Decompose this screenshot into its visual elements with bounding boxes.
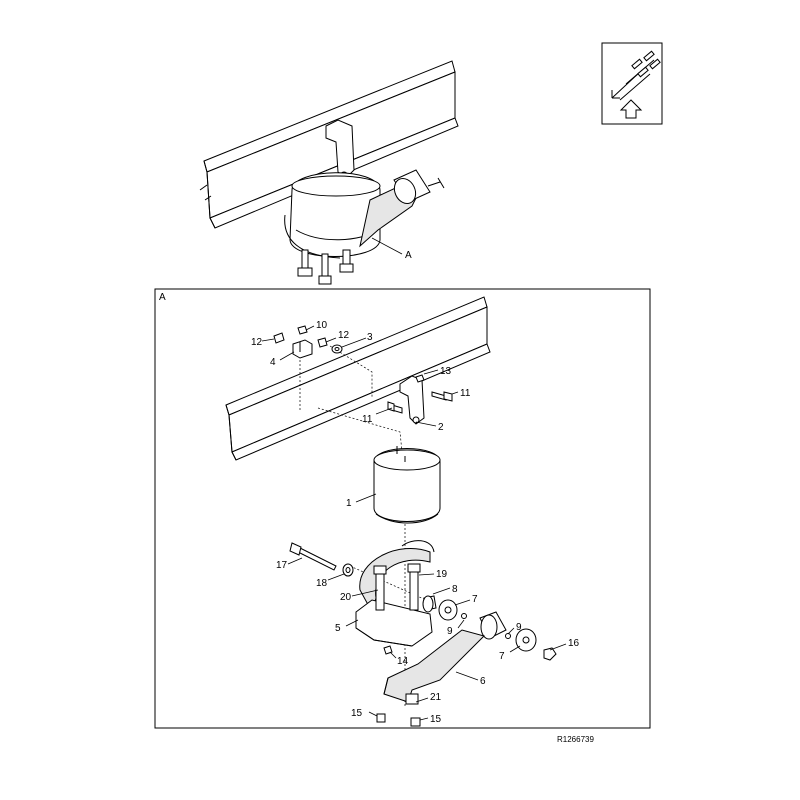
detail-frame-label: A — [159, 292, 166, 303]
overview-callout-leader — [371, 237, 403, 255]
part-11-bolt-left — [387, 401, 403, 414]
part-15-nut-right — [410, 717, 421, 727]
callout-4: 4 — [270, 357, 276, 368]
overview-callout-a: A — [405, 250, 412, 261]
part-12-nut-left — [273, 332, 285, 344]
callout-11-left: 11 — [362, 414, 373, 425]
callout-3: 3 — [367, 332, 373, 343]
detail-frame-rail — [225, 296, 491, 461]
callout-9-left: 9 — [447, 626, 453, 637]
callout-7-upper: 7 — [472, 594, 478, 605]
callout-5: 5 — [335, 623, 341, 634]
part-21-spacer — [405, 693, 419, 705]
callout-13: 13 — [440, 366, 452, 377]
callout-9-right: 9 — [516, 622, 522, 633]
callout-leaders — [261, 325, 567, 721]
part-19-bolt — [407, 563, 421, 611]
part-6-trailing-arm — [383, 611, 507, 703]
part-8-bushing — [422, 595, 437, 613]
reference-number: R1266739 — [557, 735, 594, 744]
part-20-bolt — [373, 565, 387, 611]
part-4-clip — [292, 339, 313, 359]
part-3-washer — [331, 344, 343, 354]
callout-21: 21 — [430, 692, 442, 703]
callout-19: 19 — [436, 569, 448, 580]
part-9-spacer-left — [461, 613, 467, 619]
callout-10: 10 — [316, 320, 328, 331]
part-11-bolt-right — [431, 391, 453, 402]
part-7-washer-lower — [515, 628, 537, 652]
part-10-nut — [297, 325, 308, 335]
callout-15-right: 15 — [430, 714, 442, 725]
callout-14: 14 — [397, 656, 409, 667]
part-1-air-spring — [373, 446, 441, 524]
part-13-nut — [415, 374, 425, 383]
part-17-bolt — [289, 542, 337, 571]
callout-17: 17 — [276, 560, 288, 571]
callout-20: 20 — [340, 592, 352, 603]
overview-illustration: A — [199, 60, 459, 285]
callout-16: 16 — [568, 638, 580, 649]
alignment-lines — [299, 345, 427, 708]
overview-bushing — [393, 169, 445, 205]
callout-11-right: 11 — [460, 388, 471, 399]
part-18-washer — [342, 563, 354, 577]
callout-18: 18 — [316, 578, 328, 589]
callout-12-left: 12 — [251, 337, 263, 348]
callout-7-lower: 7 — [499, 651, 505, 662]
part-16-nut — [543, 647, 557, 661]
callout-15-left: 15 — [351, 708, 363, 719]
callout-6: 6 — [480, 676, 486, 687]
part-15-nut-left — [376, 713, 386, 723]
callout-12-right: 12 — [338, 330, 350, 341]
part-12-nut-right — [317, 337, 328, 348]
detail-view-a: A — [154, 288, 651, 729]
overview-bolts — [297, 249, 354, 285]
part-2-bracket — [399, 375, 425, 425]
callout-8: 8 — [452, 584, 458, 595]
part-9-spacer-right — [505, 633, 511, 639]
callout-2: 2 — [438, 422, 444, 433]
callout-1: 1 — [346, 498, 352, 509]
orientation-arrow-icon — [601, 42, 663, 125]
part-7-washer-upper — [438, 599, 458, 621]
